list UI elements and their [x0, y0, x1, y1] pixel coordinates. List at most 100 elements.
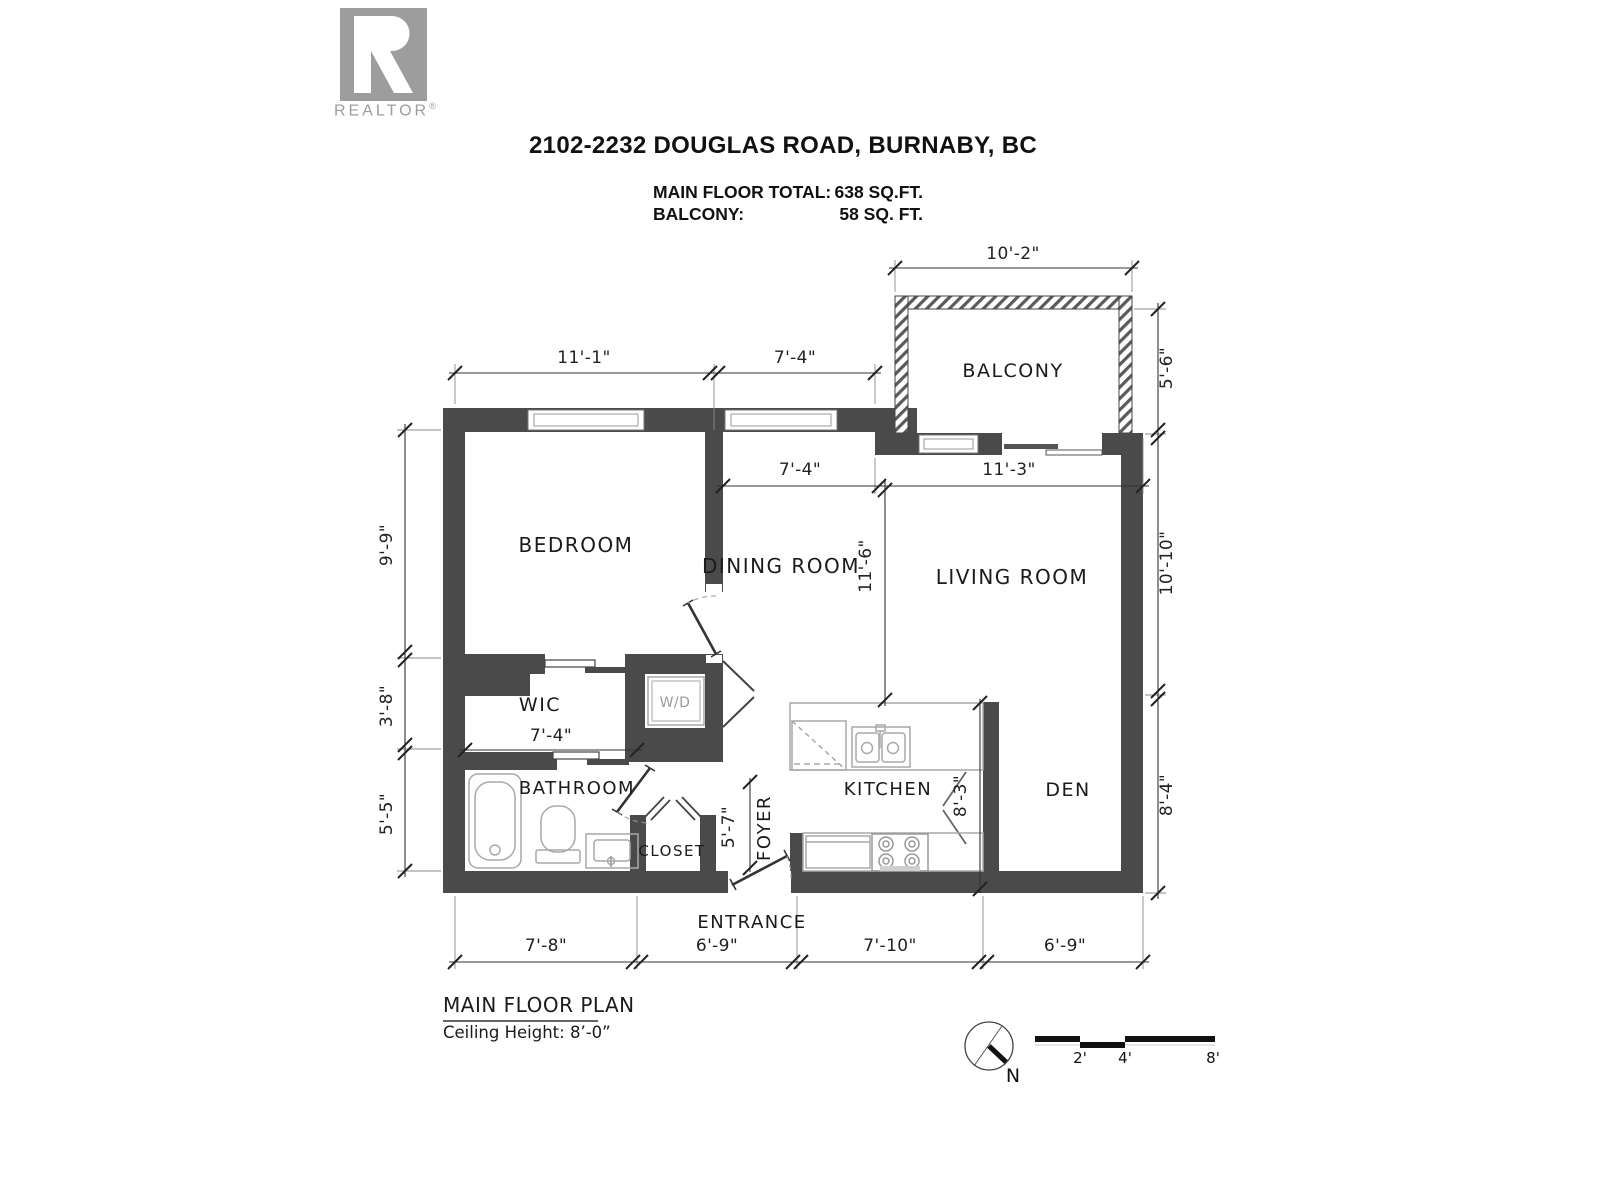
balcony-sliding-door-icon — [1002, 433, 1103, 456]
dim-wic-depth: 3'-8" — [377, 685, 397, 727]
page-title: 2102-2232 DOUGLAS ROAD, BURNABY, BC — [529, 132, 1037, 159]
logo-r-leg — [371, 51, 413, 93]
dim-bottom-den: 6'-9" — [1044, 936, 1086, 956]
wall-kitchen-stub — [790, 833, 803, 871]
room-label-entrance: ENTRANCE — [697, 912, 806, 933]
balcony-wall-left — [894, 295, 909, 434]
balcony-wall-top — [894, 295, 1133, 310]
dishwasher-icon — [805, 835, 871, 869]
dim-living-width: 11'-3" — [982, 460, 1035, 480]
stat-label-main-floor: MAIN FLOOR TOTAL: — [653, 182, 832, 202]
room-label-bedroom: BEDROOM — [519, 533, 634, 557]
fixtures — [468, 676, 984, 872]
doors — [611, 595, 967, 891]
wall-bottom-left — [443, 871, 728, 893]
room-label-closet: CLOSET — [638, 842, 705, 860]
dim-bathroom-depth: 5'-5" — [377, 793, 397, 835]
dim-living-depth: 10'-10" — [1157, 531, 1177, 596]
kitchen-bifold-door-icon — [942, 771, 967, 845]
room-label-wd: W/D — [660, 695, 691, 711]
jamb-bedroom-door-bottom — [706, 655, 722, 663]
jamb-bedroom-door-top — [706, 584, 722, 592]
balcony-walls — [894, 295, 1133, 434]
dim-bottom-kitchen: 7'-10" — [863, 936, 916, 956]
logo-r-notch — [371, 58, 387, 93]
bedroom-window-icon — [527, 409, 645, 431]
stat-value-balcony: 58 SQ. FT. — [839, 204, 923, 224]
scale-label-8ft: 8' — [1206, 1049, 1220, 1067]
wic-sliding-door-top-icon — [544, 659, 635, 673]
wall-wd-bottom — [625, 728, 723, 762]
plan-title: MAIN FLOOR PLAN — [443, 993, 635, 1017]
realtor-logo — [340, 8, 427, 101]
dimension-labels: 10'-2" 11'-1" 7'-4" 7'-4" 11'-3" 11'-6" … — [377, 244, 1177, 956]
wic-sliding-door-bottom-icon — [552, 751, 629, 765]
dining-window-icon — [724, 409, 838, 431]
entrance-door-icon — [729, 849, 792, 891]
plan-footer: MAIN FLOOR PLAN Ceiling Height: 8’-0” N … — [443, 993, 1220, 1087]
room-label-bathroom: BATHROOM — [519, 778, 635, 799]
scale-segment-2 — [1080, 1042, 1125, 1048]
dim-wic-width: 7'-4" — [530, 726, 572, 746]
ceiling-height: Ceiling Height: 8’-0” — [443, 1023, 611, 1042]
bedroom-door-icon — [682, 595, 722, 658]
toilet-icon — [535, 805, 581, 864]
dim-balcony-width: 10'-2" — [986, 244, 1039, 264]
wall-bedroom-bottom — [465, 654, 545, 674]
room-label-dining-room: DINING ROOM — [702, 554, 860, 578]
room-label-living-room: LIVING ROOM — [936, 565, 1089, 589]
realtor-logo-mark — [354, 16, 413, 93]
realtor-brand-text: REALTOR — [334, 102, 430, 120]
wall-right — [1121, 433, 1143, 893]
dim-kitchen-depth: 8'-3" — [951, 775, 971, 817]
scale-label-4ft: 4' — [1118, 1049, 1132, 1067]
bathroom-sink-icon — [585, 833, 639, 869]
compass-icon: N — [964, 1021, 1020, 1087]
scale-segment-1 — [1035, 1036, 1080, 1042]
dim-bottom-closet: 6'-9" — [696, 936, 738, 956]
kitchen-counter-bottom-icon — [802, 832, 984, 872]
scale-bar: 2' 4' 8' — [1035, 1036, 1220, 1067]
logo-r-stem — [354, 16, 371, 93]
dimension-lines — [404, 267, 1159, 963]
dim-bedroom-width: 11'-1" — [557, 348, 610, 368]
wd-bifold-door-icon — [722, 660, 755, 728]
room-label-den: DEN — [1045, 779, 1090, 801]
wall-bottom-right — [791, 871, 1143, 893]
kitchen-counter-top-icon — [789, 702, 984, 771]
living-window-icon — [918, 434, 979, 454]
area-stats: MAIN FLOOR TOTAL: 638 SQ.FT. BALCONY: 58… — [653, 181, 923, 225]
logo-r-bowl — [371, 16, 410, 51]
wall-closet-right — [700, 815, 716, 871]
dim-foyer-depth: 5'-7" — [719, 806, 739, 848]
dim-den-depth: 8'-4" — [1157, 774, 1177, 816]
dim-bottom-bathroom: 7'-8" — [525, 936, 567, 956]
scale-segment-3 — [1125, 1036, 1215, 1042]
wall-bedroom-bottom-step — [465, 674, 530, 696]
registered-mark: ® — [429, 101, 436, 111]
stat-value-main-floor: 638 SQ.FT. — [834, 182, 923, 202]
walls — [443, 408, 1143, 893]
room-label-wic: WIC — [519, 694, 561, 716]
room-label-balcony: BALCONY — [962, 360, 1063, 382]
room-label-kitchen: KITCHEN — [844, 779, 933, 800]
room-label-foyer: FOYER — [754, 795, 775, 861]
balcony-wall-right — [1118, 295, 1133, 434]
dimension-ticks — [397, 260, 1166, 970]
bathroom-door-icon — [611, 764, 656, 824]
dim-dining-depth: 11'-6" — [856, 539, 876, 592]
windows — [527, 409, 1103, 765]
realtor-wordmark: REALTOR® — [334, 101, 436, 120]
dim-balcony-depth: 5'-6" — [1157, 347, 1177, 389]
wall-left — [443, 408, 465, 893]
stove-icon — [871, 833, 929, 872]
scale-label-2ft: 2' — [1073, 1049, 1087, 1067]
dim-dining-width-inner: 7'-4" — [779, 460, 821, 480]
room-labels: BALCONY BEDROOM DINING ROOM LIVING ROOM … — [519, 360, 1090, 933]
closet-bifold-door-icon — [644, 796, 702, 821]
wall-bedroom-dining-upper — [705, 432, 723, 592]
stat-label-balcony: BALCONY: — [653, 204, 745, 224]
stat-row-balcony: BALCONY: 58 SQ. FT. — [653, 203, 923, 225]
